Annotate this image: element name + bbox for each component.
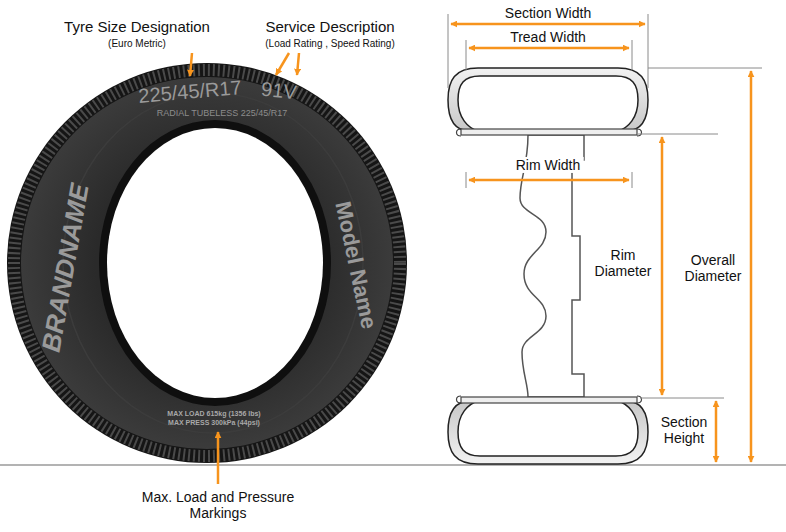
callout-title: Tyre Size Designation [64,18,210,35]
sidewall-marking: 91V [260,78,298,105]
callout-title: Service Description [265,18,394,35]
dimension-label: Overall Diameter [679,252,747,284]
dimension-label: Rim Width [513,157,584,173]
dimension-label: Section Width [502,5,594,21]
sidewall-marking: RADIAL TUBELESS 225/45/R17 [157,108,288,118]
load-marking: MAX LOAD 615kg (1356 lbs) [167,410,260,418]
pressure-marking: MAX PRESS 300kPa (44psi) [168,419,260,427]
callout-title: Max. Load and Pressure Markings [131,489,306,521]
dimension-label: Rim Diameter [589,247,657,279]
tyre-side-view [7,63,407,463]
dimension-arrows [451,24,751,462]
guide-lines [448,14,762,398]
dimension-label: Section Height [654,414,714,446]
ground-line [0,464,786,466]
callout-subtitle: (Load Rating , Speed Rating) [265,38,395,50]
callout-subtitle: (Euro Metric) [108,38,166,50]
dimension-label: Tread Width [507,29,589,45]
